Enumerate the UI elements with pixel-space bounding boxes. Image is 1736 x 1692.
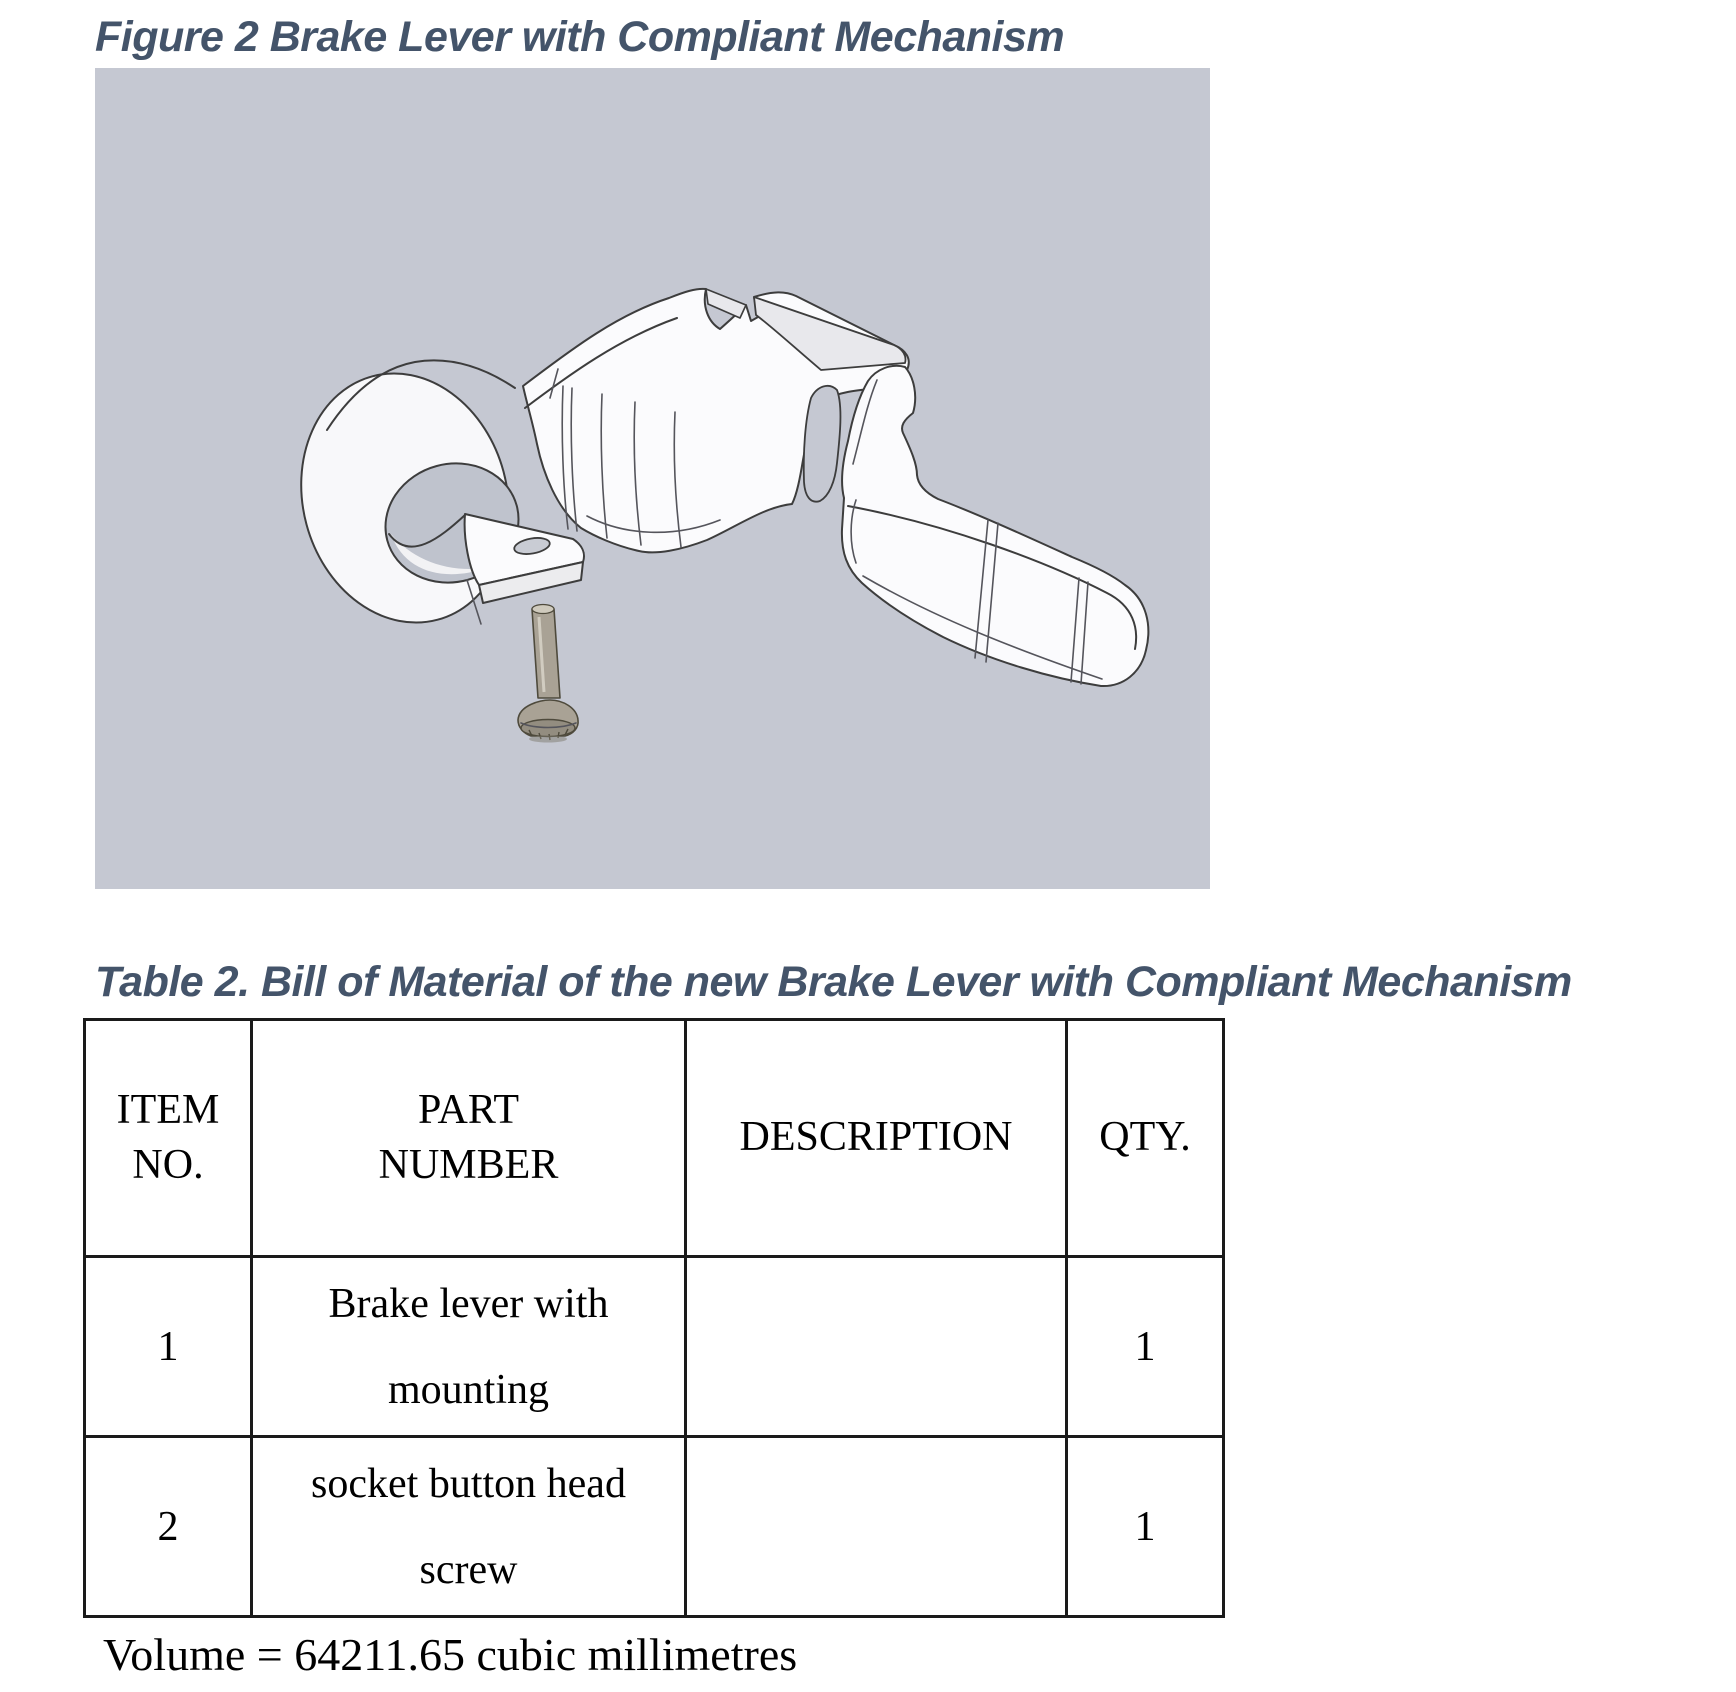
screw (517, 603, 579, 743)
col-header-part-number: PART NUMBER (250, 1018, 687, 1259)
cell-item-no: 1 (83, 1255, 253, 1439)
cad-figure (95, 67, 1210, 889)
volume-note: Volume = 64211.65 cubic millimetres (103, 1629, 798, 1681)
compliant-gap (802, 384, 842, 503)
tab-screw-hole (513, 536, 551, 555)
bom-row-2: 2 socket button head screw 1 (83, 1435, 1225, 1619)
yoke-top-face (753, 295, 907, 371)
lever-blade (840, 364, 1150, 687)
lever-body (522, 287, 910, 553)
table-caption: Table 2. Bill of Material of the new Bra… (95, 957, 1572, 1006)
bom-table: ITEM NO. PART NUMBER DESCRIPTION QTY. 1 … (83, 1018, 1225, 1619)
cell-part-number: Brake lever with mounting (250, 1255, 687, 1439)
cell-qty: 1 (1065, 1255, 1225, 1439)
cell-description (684, 1255, 1068, 1439)
col-header-item-no: ITEM NO. (83, 1018, 253, 1259)
cell-item-no: 2 (83, 1435, 253, 1619)
bom-header-row: ITEM NO. PART NUMBER DESCRIPTION QTY. (83, 1018, 1225, 1259)
cell-qty: 1 (1065, 1435, 1225, 1619)
cell-part-number: socket button head screw (250, 1435, 687, 1619)
mounting-tab (463, 512, 585, 604)
col-header-description: DESCRIPTION (684, 1018, 1068, 1259)
cell-description (684, 1435, 1068, 1619)
figure-caption: Figure 2 Brake Lever with Compliant Mech… (95, 13, 1065, 61)
col-header-qty: QTY. (1065, 1018, 1225, 1259)
bom-row-1: 1 Brake lever with mounting 1 (83, 1255, 1225, 1439)
